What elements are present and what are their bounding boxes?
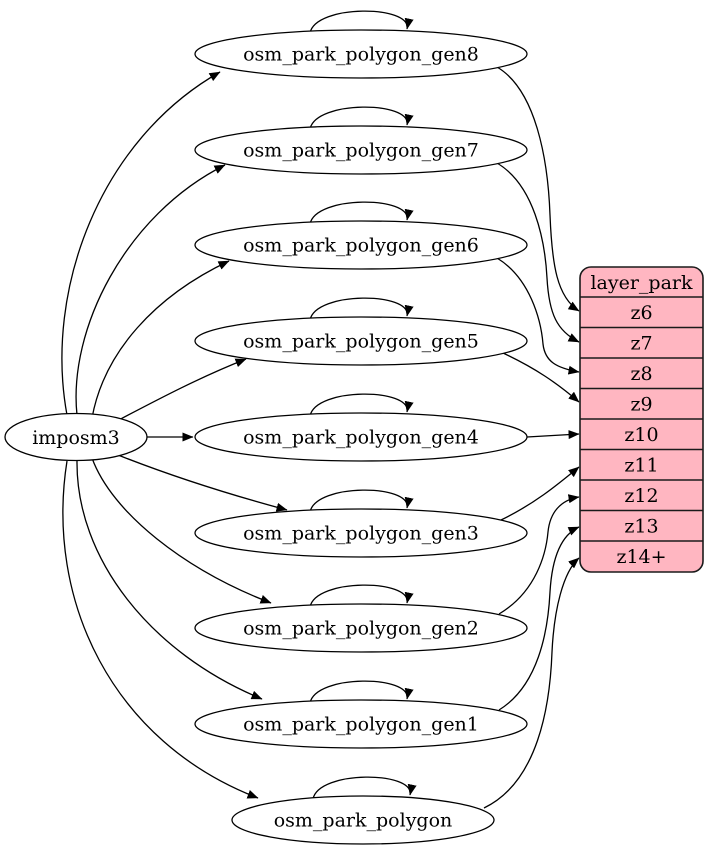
edge-group-imports bbox=[61, 71, 288, 799]
edge-group-self-loops bbox=[309, 10, 417, 800]
edge-imposm3-gen1 bbox=[76, 460, 263, 700]
edge-imposm3-gen7 bbox=[75, 164, 226, 416]
edge-imposm3-gen8 bbox=[61, 71, 221, 416]
gen4-ellipse bbox=[194, 412, 528, 462]
selfloop-gen8 bbox=[309, 10, 414, 34]
gen6-label: osm_park_polygon_gen6 bbox=[243, 235, 479, 257]
selfloop-polygon bbox=[312, 776, 417, 800]
edge-gen3-z11 bbox=[500, 466, 580, 521]
edge-imposm3-gen2 bbox=[91, 457, 272, 604]
selfloop-gen5 bbox=[309, 297, 414, 321]
gen8-label: osm_park_polygon_gen8 bbox=[243, 44, 479, 66]
gen2-label: osm_park_polygon_gen2 bbox=[243, 618, 479, 640]
edge-gen8-z6 bbox=[496, 66, 580, 312]
edge-polygon-z14 bbox=[483, 557, 580, 809]
polygon-label: osm_park_polygon bbox=[274, 810, 453, 832]
layer-row-z6: z6 bbox=[630, 302, 652, 324]
edge-gen6-z8 bbox=[496, 257, 580, 375]
layer-row-z12: z12 bbox=[624, 485, 658, 507]
node-osm-park-polygon-gen5: osm_park_polygon_gen5 bbox=[194, 316, 528, 366]
edge-gen5-z9 bbox=[502, 352, 580, 403]
edge-imposm3-polygon bbox=[62, 460, 259, 799]
edge-gen7-z7 bbox=[496, 162, 580, 343]
node-osm-park-polygon-gen7: osm_park_polygon_gen7 bbox=[194, 125, 528, 175]
selfloop-gen4 bbox=[309, 393, 414, 417]
gen5-ellipse bbox=[194, 316, 528, 366]
node-osm-park-polygon-gen1: osm_park_polygon_gen1 bbox=[194, 699, 528, 749]
layer-row-z14: z14+ bbox=[616, 546, 666, 568]
selfloop-gen2 bbox=[309, 584, 414, 608]
gen7-label: osm_park_polygon_gen7 bbox=[243, 140, 479, 162]
node-osm-park-polygon-gen4: osm_park_polygon_gen4 bbox=[194, 412, 528, 462]
gen6-ellipse bbox=[194, 220, 528, 270]
node-osm-park-polygon-gen3: osm_park_polygon_gen3 bbox=[194, 508, 528, 558]
selfloop-gen1 bbox=[309, 680, 414, 704]
node-imposm3: imposm3 bbox=[4, 412, 148, 462]
gen1-label: osm_park_polygon_gen1 bbox=[243, 714, 479, 736]
gen5-label: osm_park_polygon_gen5 bbox=[243, 331, 479, 353]
gen3-ellipse bbox=[194, 508, 528, 558]
edge-imposm3-gen5 bbox=[112, 358, 247, 424]
node-osm-park-polygon-gen6: osm_park_polygon_gen6 bbox=[194, 220, 528, 270]
node-osm-park-polygon: osm_park_polygon bbox=[231, 795, 495, 845]
layer-row-z7: z7 bbox=[630, 333, 652, 355]
layer-row-z10: z10 bbox=[624, 424, 658, 446]
selfloop-gen7 bbox=[309, 106, 414, 130]
gen3-label: osm_park_polygon_gen3 bbox=[243, 523, 479, 545]
polygon-ellipse bbox=[231, 795, 495, 845]
layer-row-z13: z13 bbox=[624, 516, 658, 538]
gen8-ellipse bbox=[194, 29, 528, 79]
node-osm-park-polygon-gen8: osm_park_polygon_gen8 bbox=[194, 29, 528, 79]
imposm3-ellipse bbox=[4, 412, 148, 462]
imposm3-label: imposm3 bbox=[32, 427, 120, 449]
selfloop-gen6 bbox=[309, 201, 414, 225]
gen7-ellipse bbox=[194, 125, 528, 175]
layer-park-title: layer_park bbox=[590, 272, 693, 294]
edge-gen2-z12 bbox=[498, 494, 580, 615]
edge-gen1-z13 bbox=[498, 526, 580, 711]
layer-park-table: layer_park z6 z7 z8 z9 z10 z11 z12 z13 z… bbox=[579, 266, 704, 573]
layer-row-z8: z8 bbox=[630, 363, 652, 385]
edge-group-layer-mappings bbox=[483, 66, 580, 809]
edge-imposm3-gen6 bbox=[91, 260, 230, 419]
edge-imposm3-gen3 bbox=[112, 452, 288, 512]
layer-row-z11: z11 bbox=[624, 455, 658, 477]
selfloop-gen3 bbox=[309, 489, 414, 513]
gen1-ellipse bbox=[194, 699, 528, 749]
node-osm-park-polygon-gen2: osm_park_polygon_gen2 bbox=[194, 603, 528, 653]
edge-gen4-z10 bbox=[526, 430, 580, 440]
gen4-label: osm_park_polygon_gen4 bbox=[243, 427, 479, 449]
layer-row-z9: z9 bbox=[630, 394, 652, 416]
gen2-ellipse bbox=[194, 603, 528, 653]
